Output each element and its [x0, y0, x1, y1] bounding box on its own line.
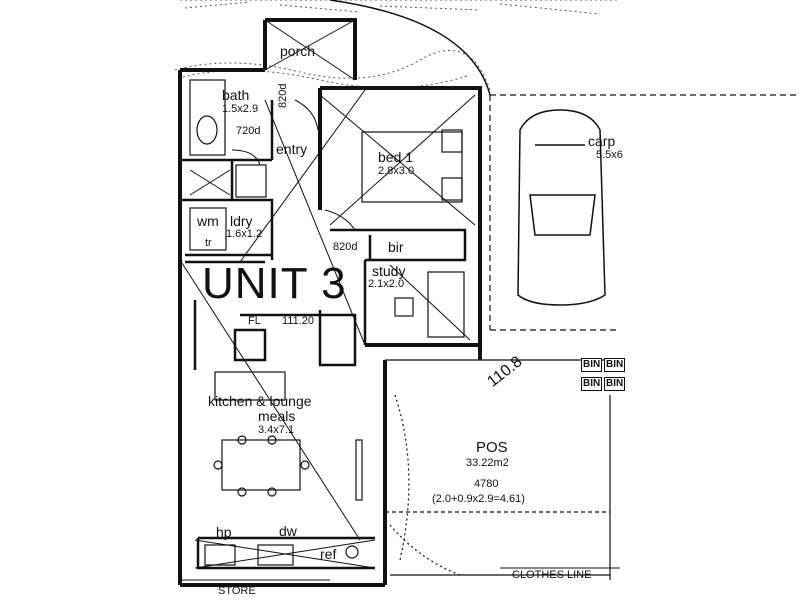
pos-area: 33.22m2 [466, 457, 509, 469]
carport-label: carp [588, 133, 616, 149]
tr-label: tr [205, 237, 212, 249]
door-820d-entry: 820d [277, 83, 289, 108]
fl-label: FL [248, 315, 261, 327]
pos-label: POS [476, 439, 508, 456]
entry-label: entry [276, 141, 308, 157]
kitchen-size: 3.4x7.1 [258, 424, 295, 436]
dw-label: dw [279, 523, 297, 539]
bath-fixtures [189, 79, 267, 251]
kitchen-label: kitchen & lounge [208, 393, 312, 409]
clothes-line-label: CLOTHES LINE [512, 569, 592, 581]
hp-label: hp [216, 524, 232, 540]
pos-boundary [385, 359, 620, 580]
wm-label: wm [197, 213, 219, 229]
carport-size: 5.5x6 [596, 149, 623, 161]
lounge-furniture [204, 371, 363, 566]
ldry-label: ldry [230, 213, 253, 229]
bin-3: BIN [581, 377, 603, 391]
pos-calculation: (2.0+0.9x2.9=4.61) [432, 493, 525, 505]
door-720d: 720d [236, 125, 261, 137]
fl-value: 111.20 [282, 315, 315, 327]
unit-title: UNIT 3 [202, 259, 347, 308]
landscape-hatching [174, 0, 620, 91]
bath-size: 1.5x2.9 [222, 103, 259, 115]
bedroom-furniture [361, 129, 465, 338]
bin-4: BIN [604, 377, 626, 391]
bin-2: BIN [604, 358, 626, 372]
porch-label: porch [280, 43, 316, 59]
ldry-size: 1.6x1.2 [226, 228, 263, 240]
bed1-label: bed 1 [378, 149, 414, 165]
ref-label: ref [320, 546, 337, 562]
driveway-curve [329, 0, 491, 96]
bin-1: BIN [581, 358, 603, 372]
study-size: 2.1x2.0 [368, 278, 405, 290]
store-label: STORE [218, 585, 256, 597]
car-outline [517, 109, 606, 306]
meals-label: meals [258, 408, 296, 424]
bath-label: bath [222, 87, 250, 103]
interior-walls [180, 100, 467, 570]
door-swings [231, 99, 356, 231]
door-820d-bed: 820d [333, 241, 358, 253]
exterior-walls [178, 18, 482, 587]
bir-label: bir [388, 239, 404, 255]
pos-dimension: 4780 [474, 478, 499, 490]
study-label: study [372, 263, 406, 279]
carport-outline [489, 94, 800, 331]
diagonal-marks [179, 19, 476, 569]
bed1-size: 2.8x3.0 [378, 165, 415, 177]
